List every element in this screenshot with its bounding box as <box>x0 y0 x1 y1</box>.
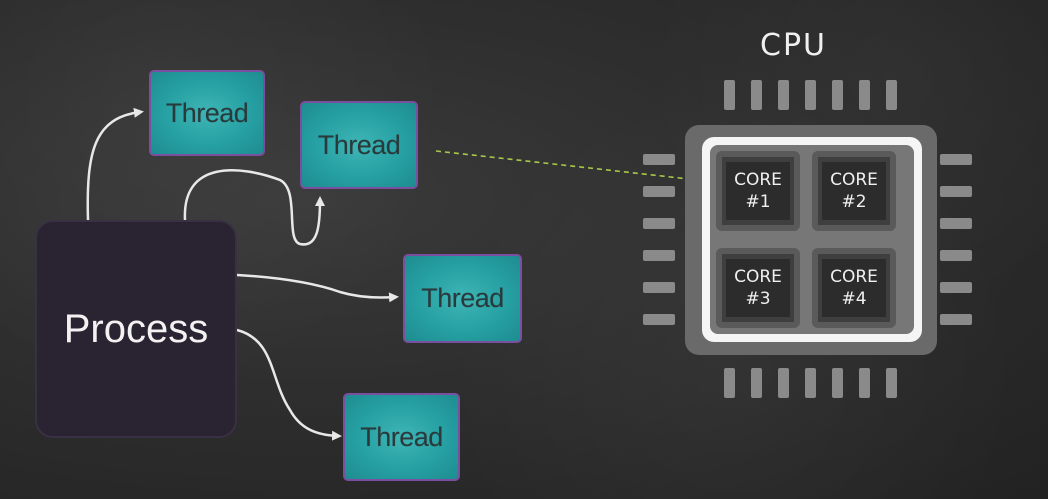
cpu-pin <box>832 368 843 398</box>
core-number: #3 <box>745 289 771 309</box>
cpu-pin <box>940 218 972 229</box>
cpu-pin <box>940 282 972 293</box>
cpu-pin <box>886 368 897 398</box>
cpu-pin <box>643 218 675 229</box>
core-number: #4 <box>841 289 867 309</box>
cpu-pin <box>859 80 870 110</box>
cpu-label: CPU <box>760 28 827 63</box>
core-label: CORE <box>830 170 878 190</box>
thread-to-core-dashed-line <box>435 150 717 183</box>
core-4: CORE #4 <box>812 248 896 328</box>
cpu-pin <box>832 80 843 110</box>
cpu-pin <box>859 368 870 398</box>
thread-label: Thread <box>317 129 401 160</box>
cpu-pin <box>778 368 789 398</box>
thread-box-2: Thread <box>300 101 418 189</box>
cpu-pin <box>940 186 972 197</box>
thread-box-4: Thread <box>343 393 460 481</box>
thread-label: Thread <box>360 421 443 452</box>
core-label: CORE <box>830 267 878 287</box>
arrow-process-to-thread-4 <box>236 328 342 441</box>
cpu-pin <box>643 186 675 197</box>
cpu-pin <box>643 314 675 325</box>
cpu-pin <box>751 368 762 398</box>
thread-label: Thread <box>421 283 504 313</box>
process-label: Process <box>63 306 209 351</box>
cpu-pin <box>643 282 675 293</box>
thread-label: Thread <box>165 97 249 128</box>
cpu-pin <box>778 80 789 110</box>
cpu-pin <box>940 250 972 261</box>
core-1: CORE #1 <box>716 151 800 231</box>
core-3: CORE #3 <box>716 248 800 328</box>
cpu-pin <box>751 80 762 110</box>
arrow-process-to-thread-3 <box>236 273 399 303</box>
core-number: #1 <box>745 192 771 212</box>
core-2: CORE #2 <box>812 151 896 231</box>
cpu-pin <box>805 80 816 110</box>
core-number: #2 <box>841 192 867 212</box>
cpu-pin <box>886 80 897 110</box>
thread-box-1: Thread <box>149 70 265 156</box>
cpu-pin <box>724 368 735 398</box>
cpu-pin <box>940 314 972 325</box>
core-label: CORE <box>734 267 782 287</box>
core-label: CORE <box>734 170 782 190</box>
cpu-pin <box>643 154 675 165</box>
arrow-process-to-thread-1 <box>86 107 144 221</box>
thread-box-3: Thread <box>403 254 522 343</box>
cpu-pin <box>643 250 675 261</box>
arrow-process-to-thread-2 <box>183 169 325 246</box>
cpu-pin <box>724 80 735 110</box>
cpu-pin <box>805 368 816 398</box>
process-box: Process <box>35 220 237 438</box>
cpu-pin <box>940 154 972 165</box>
